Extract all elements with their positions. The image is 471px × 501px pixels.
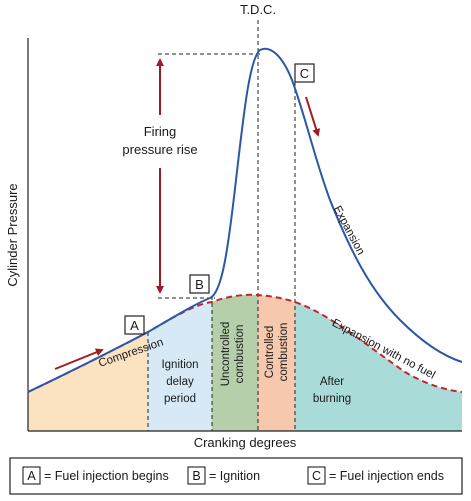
ignition-delay-label-1: Ignition	[161, 359, 198, 371]
legend: A = Fuel injection begins B = Ignition C…	[9, 457, 463, 495]
ignition-delay-label-3: period	[164, 393, 196, 405]
marker-b-label: B	[195, 277, 204, 292]
controlled-label-2: combustion	[278, 323, 290, 382]
after-burning-region	[295, 302, 462, 431]
legend-item-a: A = Fuel injection begins	[22, 466, 169, 485]
after-burning-label-1: After	[320, 376, 344, 388]
marker-c-label: C	[300, 66, 309, 81]
compression-arrow	[54, 348, 104, 370]
y-axis-label: Cylinder Pressure	[5, 183, 20, 286]
marker-a-label: A	[130, 318, 139, 333]
controlled-label-1: Controlled	[264, 326, 276, 378]
firing-curve	[27, 47, 463, 393]
legend-key-a: A	[27, 469, 36, 483]
uncontrolled-combustion-region	[212, 294, 258, 431]
marker-c: C	[294, 63, 315, 83]
ignition-delay-label-2: delay	[166, 376, 194, 388]
x-axis-label: Cranking degrees	[194, 435, 297, 450]
legend-text-c: = Fuel injection ends	[329, 469, 444, 483]
legend-item-b: B = Ignition	[187, 466, 260, 485]
marker-b: B	[189, 274, 210, 294]
marker-a: A	[124, 315, 145, 335]
expansion-label: Expansion	[331, 204, 367, 257]
tdc-label: T.D.C.	[240, 2, 276, 17]
motoring-curve	[27, 293, 463, 393]
firing-pressure-label-1: Firing	[144, 124, 177, 139]
legend-key-c: C	[312, 469, 321, 483]
uncontrolled-label-2: combustion	[234, 325, 246, 384]
legend-text-b: = Ignition	[209, 469, 260, 483]
controlled-combustion-region	[258, 295, 295, 431]
expansion-arrow	[305, 96, 321, 137]
compression-region	[28, 332, 148, 431]
uncontrolled-label-1: Uncontrolled	[220, 322, 232, 387]
legend-item-c: C = Fuel injection ends	[307, 466, 444, 485]
legend-text-a: = Fuel injection begins	[44, 469, 169, 483]
legend-key-b: B	[192, 469, 200, 483]
ignition-delay-region	[148, 302, 212, 431]
firing-pressure-label-2: pressure rise	[122, 142, 197, 157]
after-burning-label-2: burning	[313, 393, 351, 405]
